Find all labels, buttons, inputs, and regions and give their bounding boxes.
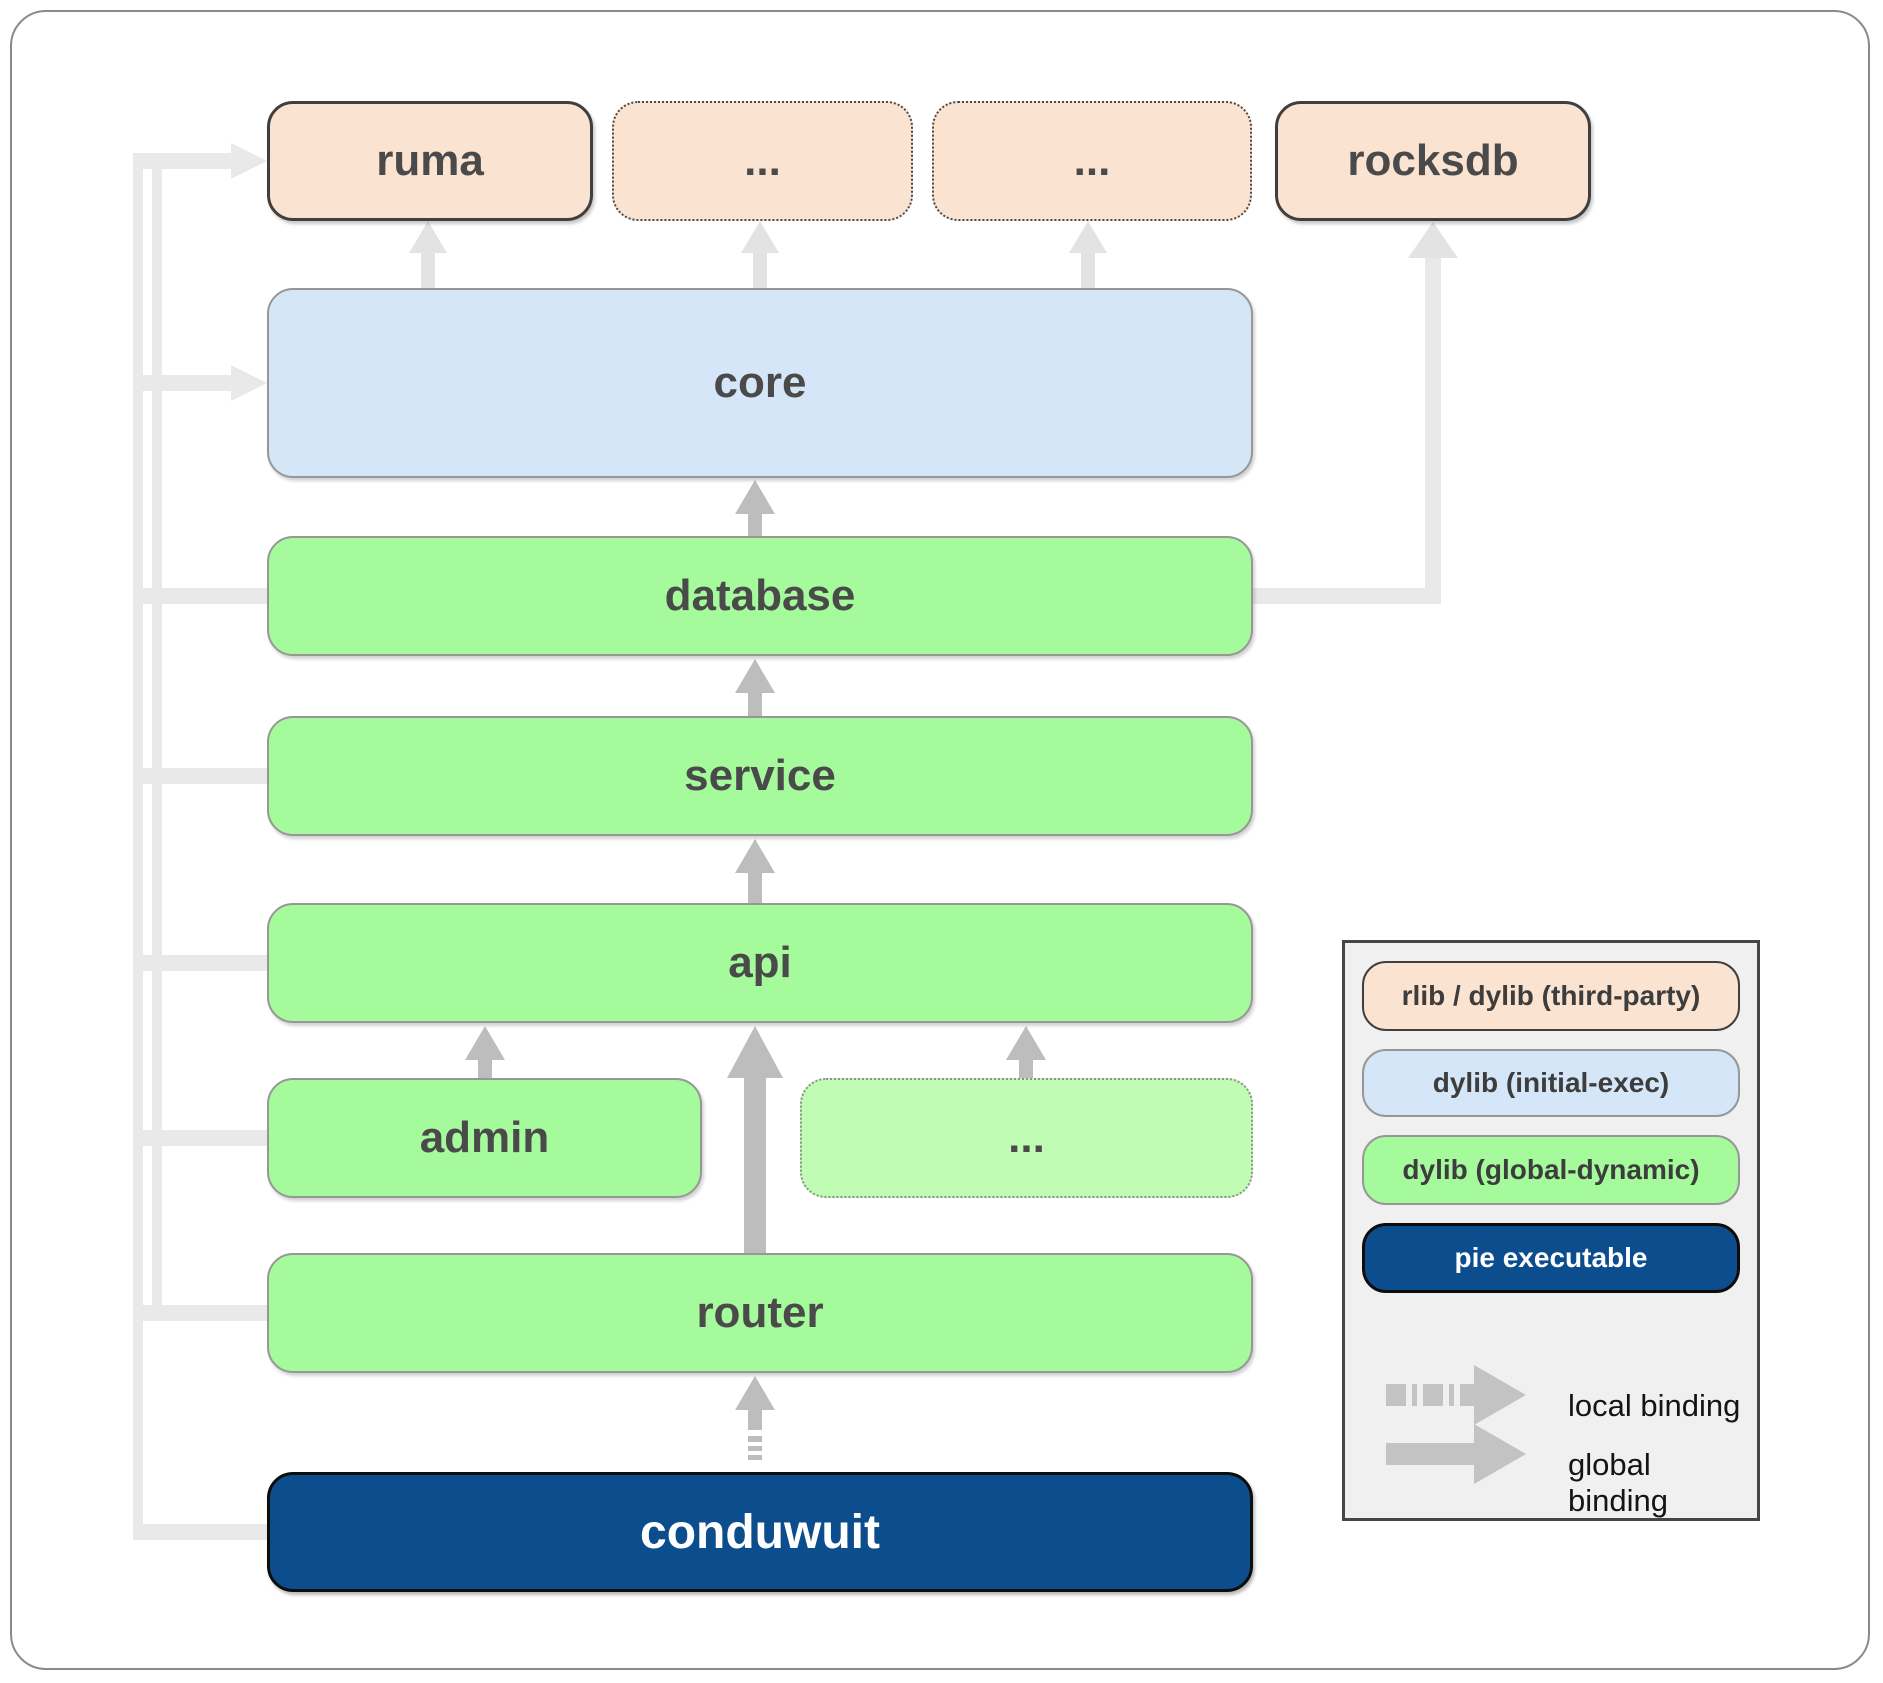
arrow-admin-api-head-icon (465, 1026, 505, 1060)
arrow-service-database-head-icon (735, 659, 775, 693)
rail-stub-admin (133, 1130, 270, 1146)
legend-panel: rlib / dylib (third-party) dylib (initia… (1342, 940, 1760, 1521)
elbow-database-rocksdb-v (1425, 252, 1441, 604)
arrow-core-ellipsis1-head-icon (741, 221, 779, 253)
legend-local-binding-label: local binding (1568, 1388, 1741, 1423)
rail-branch-ruma (133, 153, 235, 169)
arrow-api-service-head-icon (735, 839, 775, 873)
node-service: service (267, 716, 1253, 836)
rail-stub-router (133, 1305, 270, 1321)
arrow-router-api-shaft (744, 1074, 766, 1255)
arrowhead-rocksdb-icon (1408, 222, 1458, 258)
arrow-core-ruma-head-icon (409, 221, 447, 253)
node-admin: admin (267, 1078, 702, 1198)
rail-branch-core (133, 375, 235, 391)
arrow-core-ellipsis1-shaft (753, 250, 767, 290)
legend-global-binding-arrowhead-icon (1474, 1424, 1526, 1484)
node-router: router (267, 1253, 1253, 1373)
node-conduwuit: conduwuit (267, 1472, 1253, 1592)
arrow-database-core-shaft (748, 511, 762, 538)
node-database: database (267, 536, 1253, 656)
node-ellipsis-top-right: ... (932, 101, 1252, 221)
rail-arrowhead-ruma-icon (231, 143, 267, 179)
node-rocksdb: rocksdb (1275, 101, 1591, 221)
node-core: core (267, 288, 1253, 478)
arrow-service-database-shaft (748, 690, 762, 718)
legend-global-binding-arrow-icon (1386, 1443, 1474, 1465)
legend-initial-exec: dylib (initial-exec) (1362, 1049, 1740, 1117)
legend-third-party: rlib / dylib (third-party) (1362, 961, 1740, 1031)
rail-stub-conduwuit (133, 1524, 270, 1540)
node-ellipsis-admin-row: ... (800, 1078, 1253, 1198)
arrow-core-ellipsis2-head-icon (1069, 221, 1107, 253)
rail-stub-api (133, 955, 270, 971)
arrow-database-core-head-icon (735, 480, 775, 514)
legend-local-binding-arrowhead-icon (1474, 1365, 1526, 1425)
arrow-core-ellipsis2-shaft (1081, 250, 1095, 290)
node-ruma: ruma (267, 101, 593, 221)
arrow-admin-api-shaft (478, 1057, 492, 1080)
arrow-conduwuit-router-dash1 (748, 1436, 762, 1442)
arrow-core-ruma-shaft (421, 250, 435, 290)
rail-stub-database (133, 588, 270, 604)
arrow-ellipsis-api-head-icon (1006, 1026, 1046, 1060)
arrow-conduwuit-router-dash2 (748, 1446, 762, 1451)
node-ellipsis-top-left: ... (612, 101, 913, 221)
elbow-database-rocksdb-h (1253, 588, 1441, 604)
left-rail-inner (152, 168, 162, 1318)
legend-local-binding-arrow-icon (1386, 1384, 1474, 1406)
legend-global-dynamic: dylib (global-dynamic) (1362, 1135, 1740, 1205)
arrow-conduwuit-router-head-icon (735, 1376, 775, 1410)
arrow-router-api-head-icon (727, 1026, 783, 1078)
node-api: api (267, 903, 1253, 1023)
arrow-ellipsis-api-shaft (1019, 1057, 1033, 1080)
legend-global-binding-label: global binding (1568, 1447, 1668, 1518)
left-rail-outer (133, 153, 143, 1540)
arrow-conduwuit-router-dash3 (748, 1455, 762, 1460)
legend-pie-executable: pie executable (1362, 1223, 1740, 1293)
arrow-api-service-shaft (748, 870, 762, 905)
arrow-conduwuit-router-shaft (748, 1408, 762, 1430)
rail-arrowhead-core-icon (231, 365, 267, 401)
rail-stub-service (133, 768, 270, 784)
